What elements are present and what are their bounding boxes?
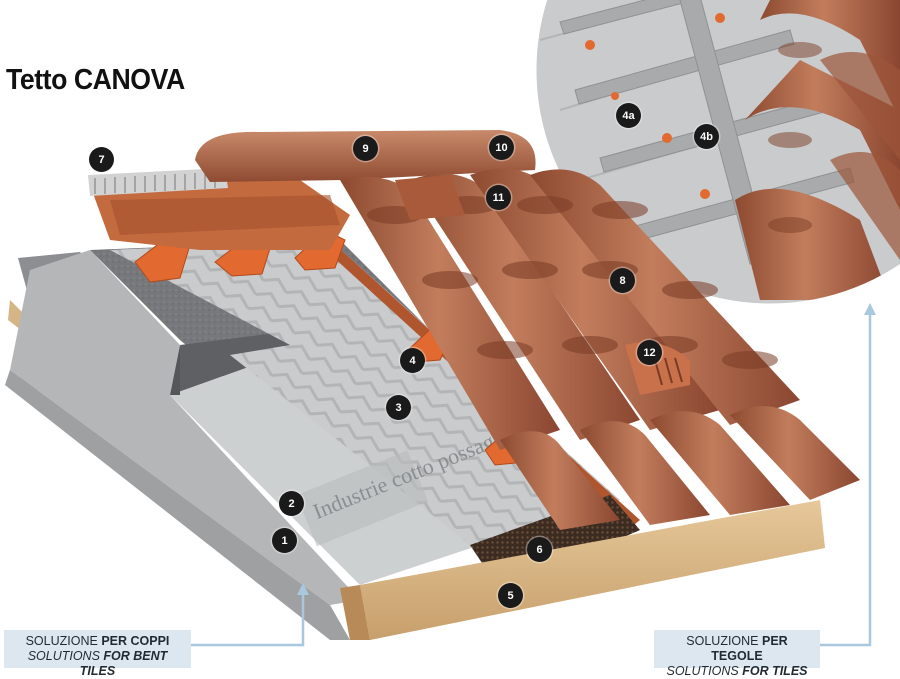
arrow-tiles — [820, 303, 876, 647]
callout-7: 7 — [89, 147, 114, 172]
callout-2: 2 — [279, 491, 304, 516]
inset-circle-border — [533, 0, 900, 307]
roof-assembly: Industrie cotto possagno — [5, 130, 860, 640]
bent-tiles — [340, 168, 860, 530]
inset-detail-circle — [535, 0, 900, 305]
callout-4a: 4a — [616, 103, 641, 128]
fibre-panel — [170, 345, 480, 585]
callout-5: 5 — [498, 583, 523, 608]
arrow-bent-tiles — [191, 583, 309, 647]
callout-6: 6 — [527, 537, 552, 562]
callout-3: 3 — [386, 395, 411, 420]
callout-10: 10 — [489, 135, 514, 160]
chevron-panel — [110, 240, 620, 545]
callout-1: 1 — [272, 528, 297, 553]
callout-4: 4 — [400, 348, 425, 373]
ridge-vent-roll — [88, 168, 228, 196]
callout-8: 8 — [610, 268, 635, 293]
callout-9: 9 — [353, 136, 378, 161]
label-tiles: SOLUZIONE PER TEGOLE SOLUTIONS FOR TILES — [654, 630, 820, 678]
wood-fascia — [360, 500, 825, 640]
callout-11: 11 — [486, 185, 511, 210]
label-bent-tiles: SOLUZIONE PER COPPI SOLUTIONS FOR BENT T… — [4, 630, 191, 678]
page-title: Tetto CANOVA — [6, 64, 185, 96]
callout-12: 12 — [637, 340, 662, 365]
callout-4b: 4b — [694, 124, 719, 149]
